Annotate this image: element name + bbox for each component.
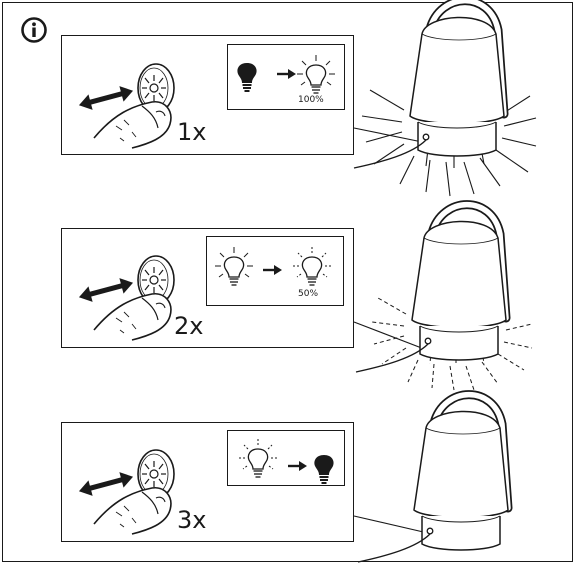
step-2-press-count: 2x bbox=[174, 312, 204, 340]
step-1-brightness-label: 100% bbox=[298, 95, 324, 105]
step-2-brightness-label: 50% bbox=[298, 289, 319, 299]
step-1-light-change bbox=[227, 44, 345, 110]
instruction-frame bbox=[2, 2, 573, 562]
info-icon bbox=[21, 17, 47, 43]
step-1-press-count: 1x bbox=[177, 118, 207, 146]
step-3-press-count: 3x bbox=[177, 506, 207, 534]
